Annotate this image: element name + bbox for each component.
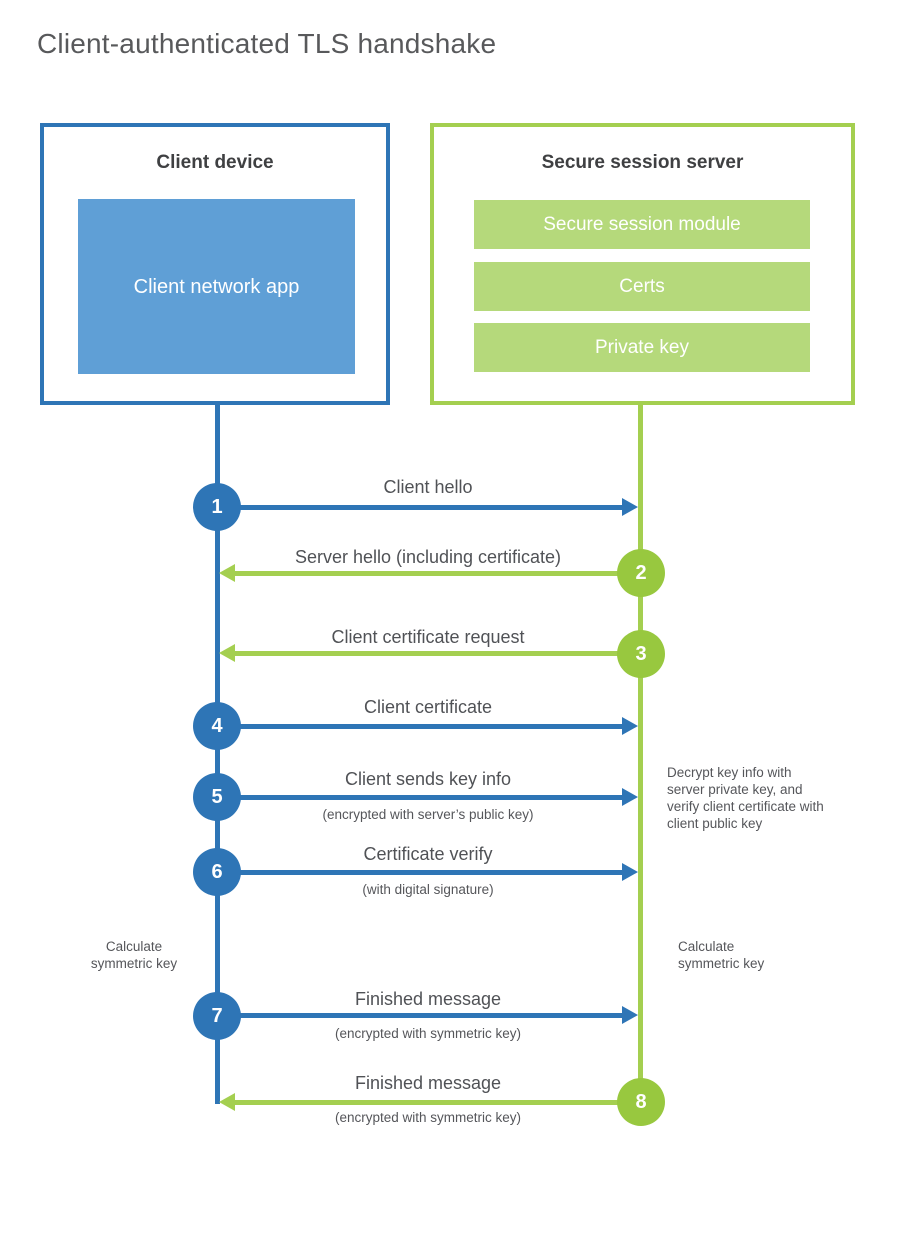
step-circle: 3 — [617, 630, 665, 678]
arrow-client-to-server — [230, 1013, 623, 1018]
arrow-server-to-client — [235, 1100, 628, 1105]
message-sublabel: (encrypted with server’s public key) — [322, 807, 534, 822]
server-module-private-key: Private key — [474, 323, 810, 372]
arrowhead-right-icon — [622, 788, 638, 806]
client-network-app-box: Client network app — [78, 199, 355, 374]
step-circle: 6 — [193, 848, 241, 896]
calculate-symmetric-key-note-client: Calculate symmetric key — [90, 939, 178, 971]
server-lifeline — [638, 404, 643, 1104]
message-label: Client certificate — [363, 697, 493, 717]
arrowhead-right-icon — [622, 717, 638, 735]
step-circle: 8 — [617, 1078, 665, 1126]
message-label: Client hello — [383, 477, 473, 497]
decrypt-key-note: Decrypt key info with server private key… — [667, 765, 824, 831]
message-sublabel: (with digital signature) — [362, 882, 494, 897]
arrowhead-left-icon — [219, 1093, 235, 1111]
message-label: Client sends key info — [344, 769, 512, 789]
message-label: Client certificate request — [331, 627, 525, 647]
client-device-title: Client device — [156, 152, 274, 173]
message-sublabel: (encrypted with symmetric key) — [334, 1026, 522, 1041]
step-circle: 7 — [193, 992, 241, 1040]
arrowhead-right-icon — [622, 863, 638, 881]
arrow-client-to-server — [230, 795, 623, 800]
message-label: Finished message — [354, 1073, 502, 1093]
message-label: Server hello (including certificate) — [294, 547, 562, 567]
step-circle: 4 — [193, 702, 241, 750]
secure-session-server-title: Secure session server — [541, 152, 744, 173]
page-title: Client-authenticated TLS handshake — [37, 28, 497, 59]
message-sublabel: (encrypted with symmetric key) — [334, 1110, 522, 1125]
step-circle: 2 — [617, 549, 665, 597]
step-circle: 1 — [193, 483, 241, 531]
arrow-client-to-server — [230, 724, 623, 729]
arrow-client-to-server — [230, 505, 623, 510]
arrowhead-right-icon — [622, 1006, 638, 1024]
arrowhead-right-icon — [622, 498, 638, 516]
arrow-server-to-client — [235, 571, 628, 576]
arrowhead-left-icon — [219, 564, 235, 582]
calculate-symmetric-key-note-server: Calculate symmetric key — [678, 939, 765, 971]
message-label: Certificate verify — [363, 844, 493, 864]
arrow-client-to-server — [230, 870, 623, 875]
arrowhead-left-icon — [219, 644, 235, 662]
step-circle: 5 — [193, 773, 241, 821]
message-label: Finished message — [354, 989, 502, 1009]
server-module-secure-session: Secure session module — [474, 200, 810, 249]
server-module-certs: Certs — [474, 262, 810, 311]
client-lifeline — [215, 404, 220, 1104]
arrow-server-to-client — [235, 651, 628, 656]
